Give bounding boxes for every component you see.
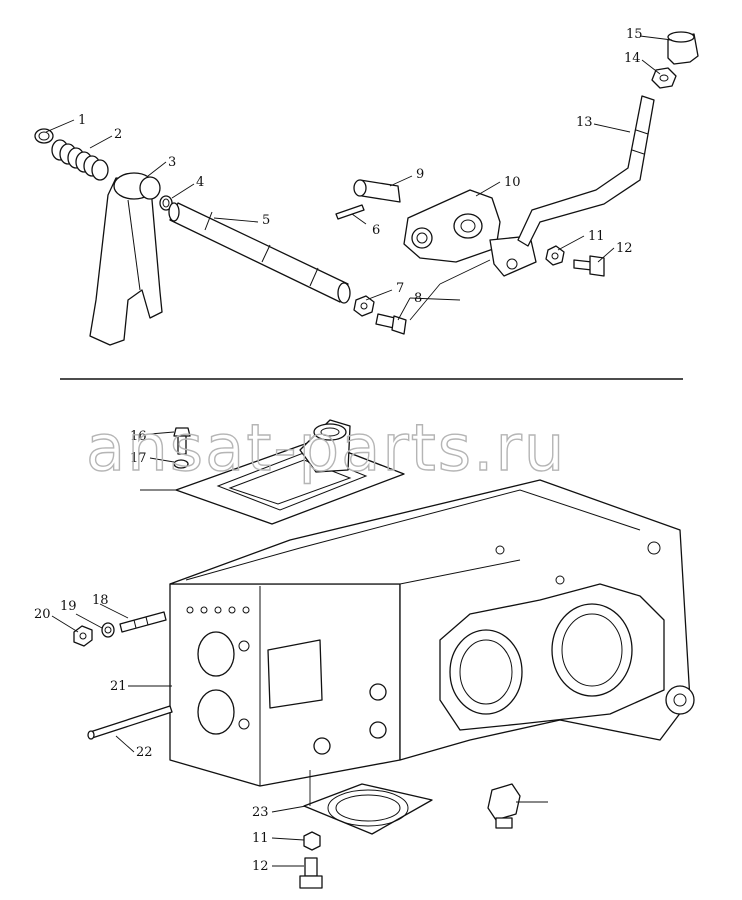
callout-23: 23 bbox=[252, 805, 269, 820]
callout-4: 4 bbox=[196, 175, 204, 190]
top-cover bbox=[175, 419, 405, 525]
leader-lines bbox=[45, 35, 673, 867]
callout-labels: 1 2 3 4 5 6 7 8 9 10 11 12 13 14 15 16 1… bbox=[34, 27, 643, 874]
front-face bbox=[186, 606, 387, 755]
hex-nut-right bbox=[545, 245, 565, 266]
callout-12-lower: 12 bbox=[252, 859, 269, 874]
top-washer bbox=[173, 459, 189, 469]
lower-assembly bbox=[73, 419, 695, 889]
callout-10: 10 bbox=[504, 175, 521, 190]
watermark: ansat-parts.ru bbox=[86, 412, 566, 486]
callout-14: 14 bbox=[624, 51, 641, 66]
bottom-gasket bbox=[303, 783, 433, 835]
callout-2: 2 bbox=[114, 127, 122, 142]
callout-15: 15 bbox=[626, 27, 643, 42]
upper-assembly bbox=[34, 31, 699, 346]
washer bbox=[159, 195, 173, 211]
bottom-nut bbox=[303, 831, 321, 851]
side-washer bbox=[101, 622, 115, 638]
coil-spring bbox=[51, 139, 109, 181]
bolt bbox=[375, 313, 407, 335]
bottom-bolt bbox=[299, 857, 323, 889]
bolt-right bbox=[573, 255, 605, 277]
top-bolt bbox=[173, 427, 191, 455]
callout-8: 8 bbox=[414, 291, 422, 306]
callout-1: 1 bbox=[78, 113, 86, 128]
shift-rod bbox=[168, 202, 351, 304]
clevis-pin bbox=[353, 179, 401, 203]
side-flange bbox=[439, 541, 695, 731]
callout-13: 13 bbox=[576, 115, 593, 130]
lever-knob bbox=[667, 31, 699, 65]
callout-6: 6 bbox=[372, 223, 380, 238]
callout-19: 19 bbox=[60, 599, 77, 614]
callout-12-upper: 12 bbox=[616, 241, 633, 256]
callout-11-upper: 11 bbox=[588, 229, 605, 244]
lever-bracket bbox=[403, 189, 537, 277]
callout-22: 22 bbox=[136, 745, 153, 760]
callout-18: 18 bbox=[92, 593, 109, 608]
callout-17: 17 bbox=[130, 451, 147, 466]
callout-5: 5 bbox=[262, 213, 270, 228]
retaining-ring bbox=[34, 128, 54, 144]
hex-nut bbox=[353, 295, 375, 317]
drain-plug bbox=[487, 783, 521, 829]
callout-3: 3 bbox=[168, 155, 176, 170]
side-stud bbox=[119, 611, 167, 633]
dowel-pin bbox=[87, 705, 173, 740]
callout-20: 20 bbox=[34, 607, 51, 622]
callout-9: 9 bbox=[416, 167, 424, 182]
gear-lever bbox=[517, 95, 655, 247]
callout-7: 7 bbox=[396, 281, 404, 296]
callout-11-lower: 11 bbox=[252, 831, 269, 846]
side-nut bbox=[73, 625, 93, 647]
callout-16: 16 bbox=[130, 429, 147, 444]
callout-21: 21 bbox=[110, 679, 127, 694]
shift-fork bbox=[89, 172, 163, 346]
pin bbox=[335, 204, 365, 220]
